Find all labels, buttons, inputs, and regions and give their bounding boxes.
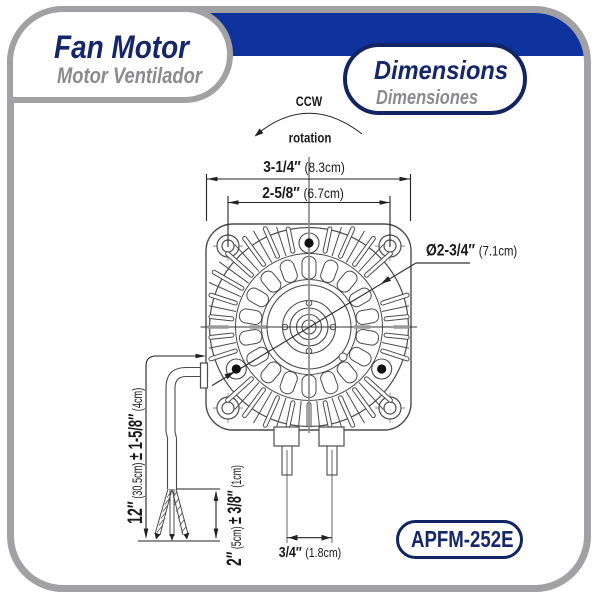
- svg-text:CCW: CCW: [296, 94, 323, 109]
- svg-text:rotation: rotation: [289, 131, 332, 146]
- svg-text:2″ (5cm) ± 3/8″ (1cm): 2″ (5cm) ± 3/8″ (1cm): [222, 465, 246, 566]
- svg-text:12″ (30.5cm) ± 1-5/8″ (4cm): 12″ (30.5cm) ± 1-5/8″ (4cm): [123, 388, 146, 524]
- svg-text:3-1/4″ (8.3cm): 3-1/4″ (8.3cm): [263, 159, 345, 176]
- svg-text:2-5/8″ (6.7cm): 2-5/8″ (6.7cm): [262, 185, 344, 202]
- svg-text:Ø2-3/4″ (7.1cm): Ø2-3/4″ (7.1cm): [426, 241, 517, 259]
- svg-text:3/4″ (1.8cm): 3/4″ (1.8cm): [279, 544, 342, 560]
